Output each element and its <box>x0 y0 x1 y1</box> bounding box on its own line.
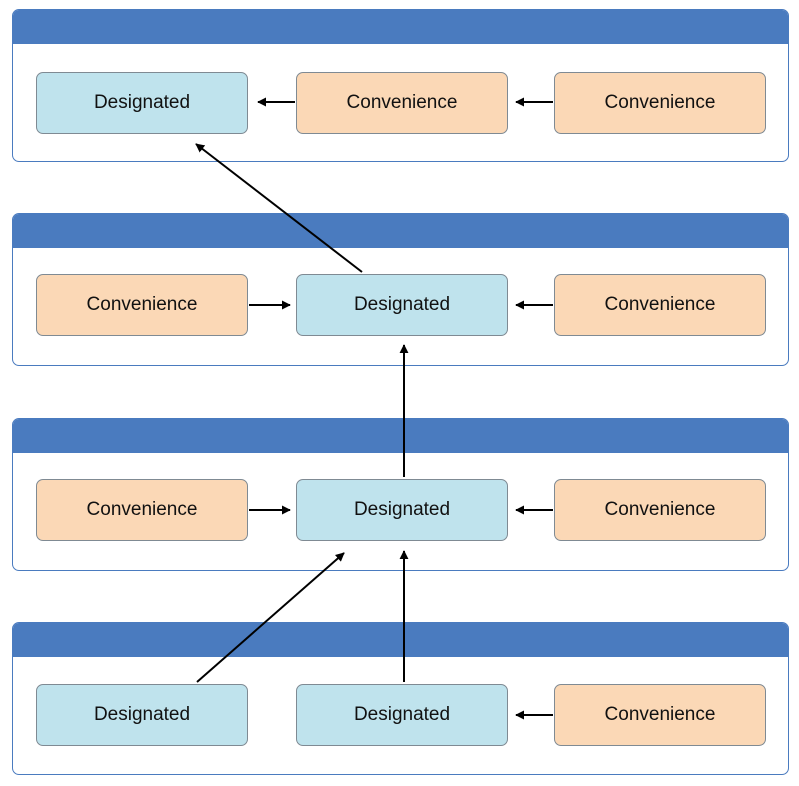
initializer-node-r2c0: Convenience <box>36 479 248 541</box>
node-label: Designated <box>93 704 191 725</box>
node-label: Designated <box>353 704 451 725</box>
class-panel-header <box>13 419 788 453</box>
initializer-node-r1c1: Designated <box>296 274 508 336</box>
class-panel-header <box>13 10 788 44</box>
initializer-node-r2c2: Convenience <box>554 479 766 541</box>
node-label: Designated <box>353 294 451 315</box>
initializer-node-r3c1: Designated <box>296 684 508 746</box>
node-label: Convenience <box>604 704 716 725</box>
node-label: Convenience <box>86 499 198 520</box>
initializer-node-r1c0: Convenience <box>36 274 248 336</box>
initializer-node-r1c2: Convenience <box>554 274 766 336</box>
initializer-node-r0c1: Convenience <box>296 72 508 134</box>
node-label: Convenience <box>604 499 716 520</box>
node-label: Designated <box>93 92 191 113</box>
initializer-node-r2c1: Designated <box>296 479 508 541</box>
node-label: Convenience <box>86 294 198 315</box>
node-label: Convenience <box>604 294 716 315</box>
initializer-node-r3c0: Designated <box>36 684 248 746</box>
node-label: Designated <box>353 499 451 520</box>
initializer-node-r0c2: Convenience <box>554 72 766 134</box>
initializer-node-r0c0: Designated <box>36 72 248 134</box>
initializer-node-r3c2: Convenience <box>554 684 766 746</box>
class-panel-header <box>13 623 788 657</box>
node-label: Convenience <box>604 92 716 113</box>
node-label: Convenience <box>346 92 458 113</box>
class-panel-header <box>13 214 788 248</box>
